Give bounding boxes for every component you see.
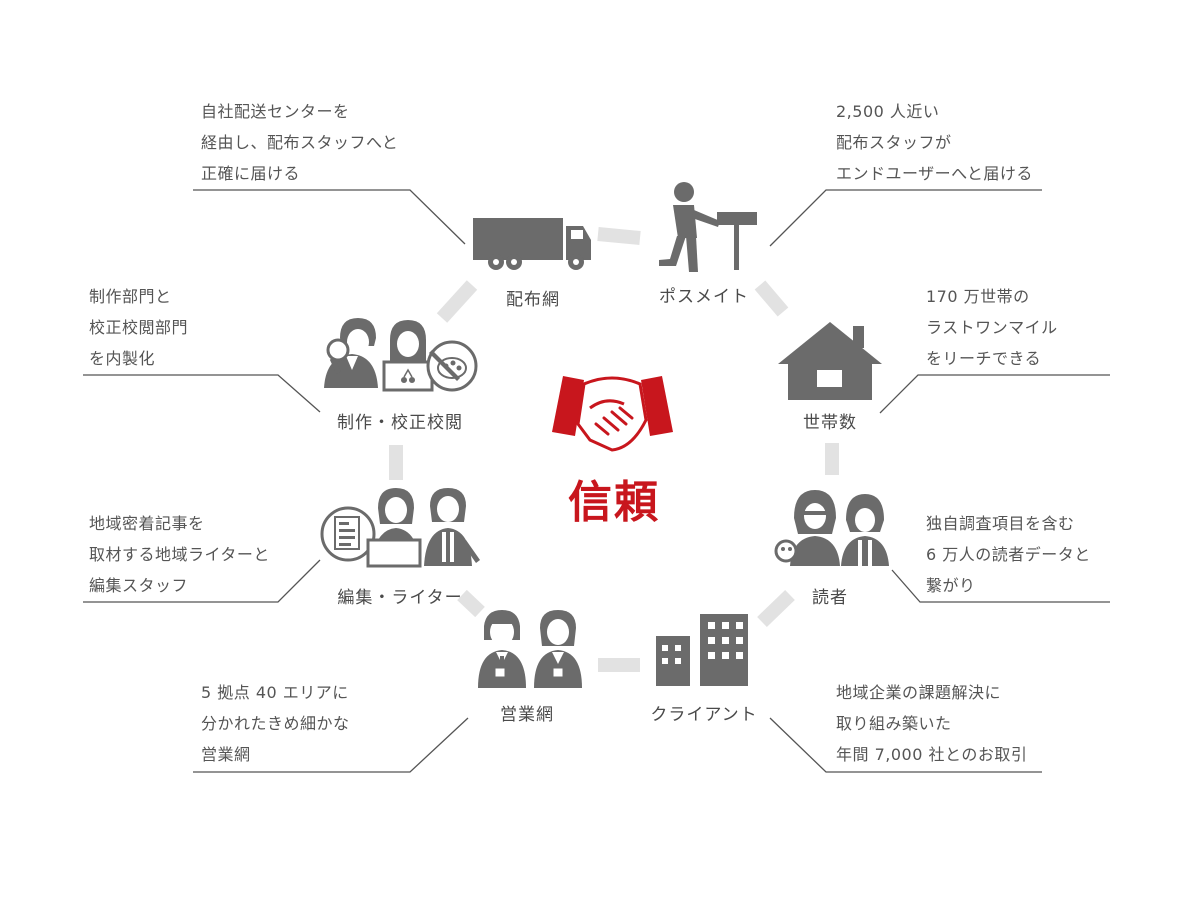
- connector-distribution-posmate: [597, 227, 641, 245]
- connector-production-distribution: [436, 280, 478, 323]
- handshake-icon: [552, 376, 673, 452]
- desc-line: 年間 7,000 社とのお取引: [836, 745, 1028, 764]
- desc-production: 制作部門と 校正校閲部門 を内製化: [89, 281, 188, 374]
- node-label-production: 制作・校正校閲: [337, 413, 463, 433]
- desc-distribution: 自社配送センターを 経由し、配布スタッフへと 正確に届ける: [201, 96, 398, 189]
- desc-line: 正確に届ける: [201, 164, 301, 183]
- desc-line: ラストワンマイル: [926, 318, 1058, 337]
- house-icon: [778, 322, 882, 400]
- readers-icon: [774, 490, 889, 566]
- desc-line: 営業網: [201, 745, 251, 764]
- mailbox-person-icon: [659, 182, 757, 272]
- callout-line-distribution: [193, 189, 466, 245]
- node-label-readers: 読者: [812, 588, 848, 608]
- callout-line-clients: [769, 717, 1042, 773]
- desc-line: 6 万人の読者データと: [926, 545, 1091, 564]
- desc-line: 校正校閲部門: [89, 318, 189, 337]
- desc-line: 2,500 人近い: [836, 102, 940, 121]
- callout-line-production: [83, 374, 321, 413]
- desc-line: 配布スタッフが: [836, 133, 952, 152]
- connector-readers-clients: [757, 589, 795, 628]
- desc-clients: 地域企業の課題解決に 取り組み築いた 年間 7,000 社とのお取引: [836, 677, 1027, 770]
- sales-staff-icon: [478, 610, 582, 688]
- callout-line-households: [879, 374, 1110, 414]
- node-label-editorial: 編集・ライター: [337, 588, 463, 608]
- connector-posmate-households: [754, 280, 789, 317]
- node-label-posmate: ポスメイト: [659, 287, 749, 307]
- desc-line: 地域企業の課題解決に: [836, 683, 1002, 702]
- desc-sales: 5 拠点 40 エリアに 分かれたきめ細かな 営業網: [201, 677, 350, 770]
- desc-line: 編集スタッフ: [89, 576, 189, 595]
- desc-readers: 独自調査項目を含む 6 万人の読者データと 繋がり: [926, 508, 1091, 601]
- callout-line-posmate: [769, 189, 1042, 247]
- node-label-clients: クライアント: [650, 705, 758, 725]
- center-title: 信頼: [568, 477, 660, 528]
- desc-line: 地域密着記事を: [89, 514, 205, 533]
- desc-line: 独自調査項目を含む: [926, 514, 1075, 533]
- desc-line: 170 万世帯の: [926, 287, 1030, 306]
- desc-line: 制作部門と: [89, 287, 172, 306]
- connector-sales-editorial: [457, 589, 485, 618]
- desc-line: エンドユーザーへと届ける: [836, 164, 1033, 183]
- buildings-icon: [656, 614, 748, 686]
- desc-posmate: 2,500 人近い 配布スタッフが エンドユーザーへと届ける: [836, 96, 1033, 189]
- callout-line-sales: [193, 717, 469, 773]
- desc-line: 取り組み築いた: [836, 714, 952, 733]
- desc-line: を内製化: [89, 349, 156, 368]
- desc-line: をリーチできる: [926, 349, 1042, 368]
- desc-line: 分かれたきめ細かな: [201, 714, 350, 733]
- desc-households: 170 万世帯の ラストワンマイル をリーチできる: [926, 281, 1058, 374]
- desc-line: 取材する地域ライターと: [89, 545, 270, 564]
- node-label-distribution: 配布網: [506, 290, 560, 310]
- node-label-households: 世帯数: [803, 413, 857, 433]
- callout-line-editorial: [83, 559, 321, 603]
- truck-icon: [473, 218, 591, 270]
- writer-icon: [320, 488, 480, 568]
- callout-line-readers: [891, 569, 1110, 603]
- desc-editorial: 地域密着記事を 取材する地域ライターと 編集スタッフ: [89, 508, 270, 601]
- desc-line: 自社配送センターを: [201, 102, 350, 121]
- desc-line: 繋がり: [926, 576, 976, 595]
- production-icon: [324, 318, 478, 392]
- desc-line: 5 拠点 40 エリアに: [201, 683, 349, 702]
- node-label-sales: 営業網: [500, 705, 554, 725]
- desc-line: 経由し、配布スタッフへと: [201, 133, 399, 152]
